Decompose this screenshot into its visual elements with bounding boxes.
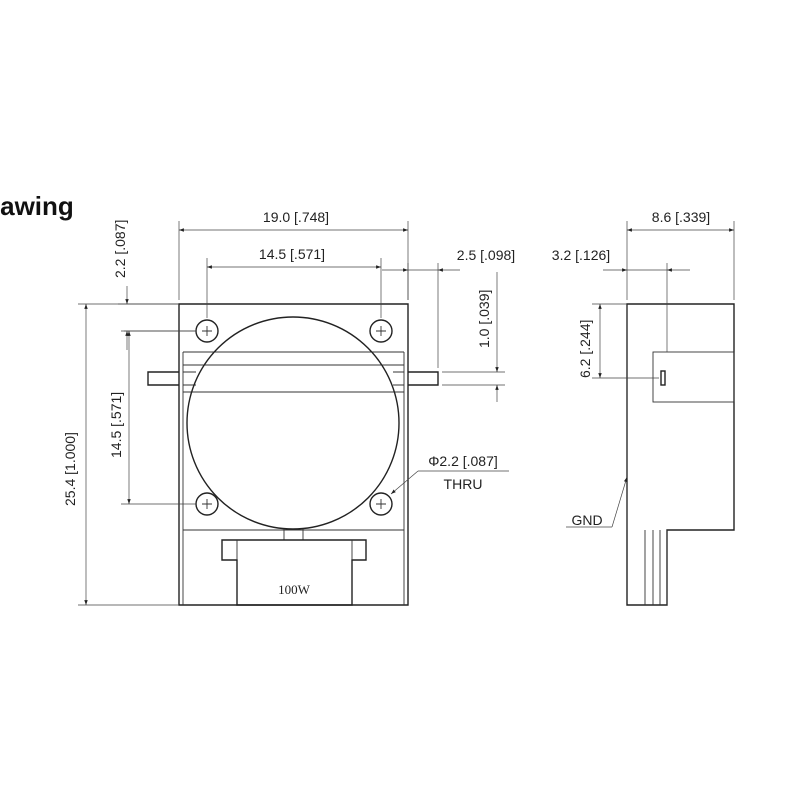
dimension-hole-diameter: Φ2.2 [.087] THRU — [390, 453, 509, 495]
side-view: 8.6 [.339] 3.2 [.126] 6.2 [.244] GND — [552, 209, 735, 606]
svg-text:14.5 [.571]: 14.5 [.571] — [108, 392, 124, 458]
svg-text:2.5 [.098]: 2.5 [.098] — [457, 247, 515, 263]
resistor-block — [221, 539, 367, 606]
svg-text:8.6 [.339]: 8.6 [.339] — [652, 209, 710, 225]
mounting-hole-top-left — [195, 319, 219, 343]
resistor-label: 100W — [278, 582, 311, 597]
side-pin — [660, 370, 666, 386]
svg-text:6.2 [.244]: 6.2 [.244] — [577, 320, 593, 378]
svg-text:Φ2.2 [.087]: Φ2.2 [.087] — [428, 453, 498, 469]
dimension-depth: 8.6 [.339] — [626, 209, 735, 300]
svg-text:2.2 [.087]: 2.2 [.087] — [112, 220, 128, 278]
left-tab — [147, 371, 179, 386]
dimension-height: 25.4 [1.000] — [62, 303, 179, 606]
mounting-hole-bottom-right — [369, 492, 393, 516]
inner-frame — [182, 351, 405, 605]
dimension-tab-offset: 3.2 [.126] — [552, 247, 690, 352]
dimension-tab-height: 6.2 [.244] — [577, 303, 659, 379]
dimension-hole-spacing-horizontal: 14.5 [.571] — [206, 246, 382, 318]
drawing-heading: rawing — [0, 191, 74, 221]
isolator-body-outline — [178, 303, 409, 606]
svg-text:25.4 [1.000]: 25.4 [1.000] — [62, 432, 78, 506]
svg-text:3.2 [.126]: 3.2 [.126] — [552, 247, 610, 263]
mounting-hole-top-right — [369, 319, 393, 343]
side-body-outline — [626, 303, 735, 606]
ferrite-disc — [186, 316, 400, 530]
dimension-tab-thickness: 1.0 [.039] — [442, 272, 505, 402]
gnd-callout: GND — [566, 476, 628, 528]
dimension-top-hole-offset: 2.2 [.087] — [112, 220, 196, 350]
svg-text:GND: GND — [571, 512, 602, 528]
dimension-width: 19.0 [.748] — [178, 209, 409, 300]
dimension-hole-spacing-vertical: 14.5 [.571] — [108, 330, 196, 505]
svg-text:THRU: THRU — [444, 476, 483, 492]
mounting-hole-bottom-left — [195, 492, 219, 516]
svg-text:19.0 [.748]: 19.0 [.748] — [263, 209, 329, 225]
svg-text:14.5 [.571]: 14.5 [.571] — [259, 246, 325, 262]
svg-text:1.0 [.039]: 1.0 [.039] — [476, 290, 492, 348]
dimension-tab-length: 2.5 [.098] — [382, 247, 515, 368]
front-view: 100W 19.0 [.748] 14.5 [.571 — [62, 209, 515, 606]
right-tab — [408, 371, 439, 386]
side-connector-tab — [652, 351, 735, 403]
